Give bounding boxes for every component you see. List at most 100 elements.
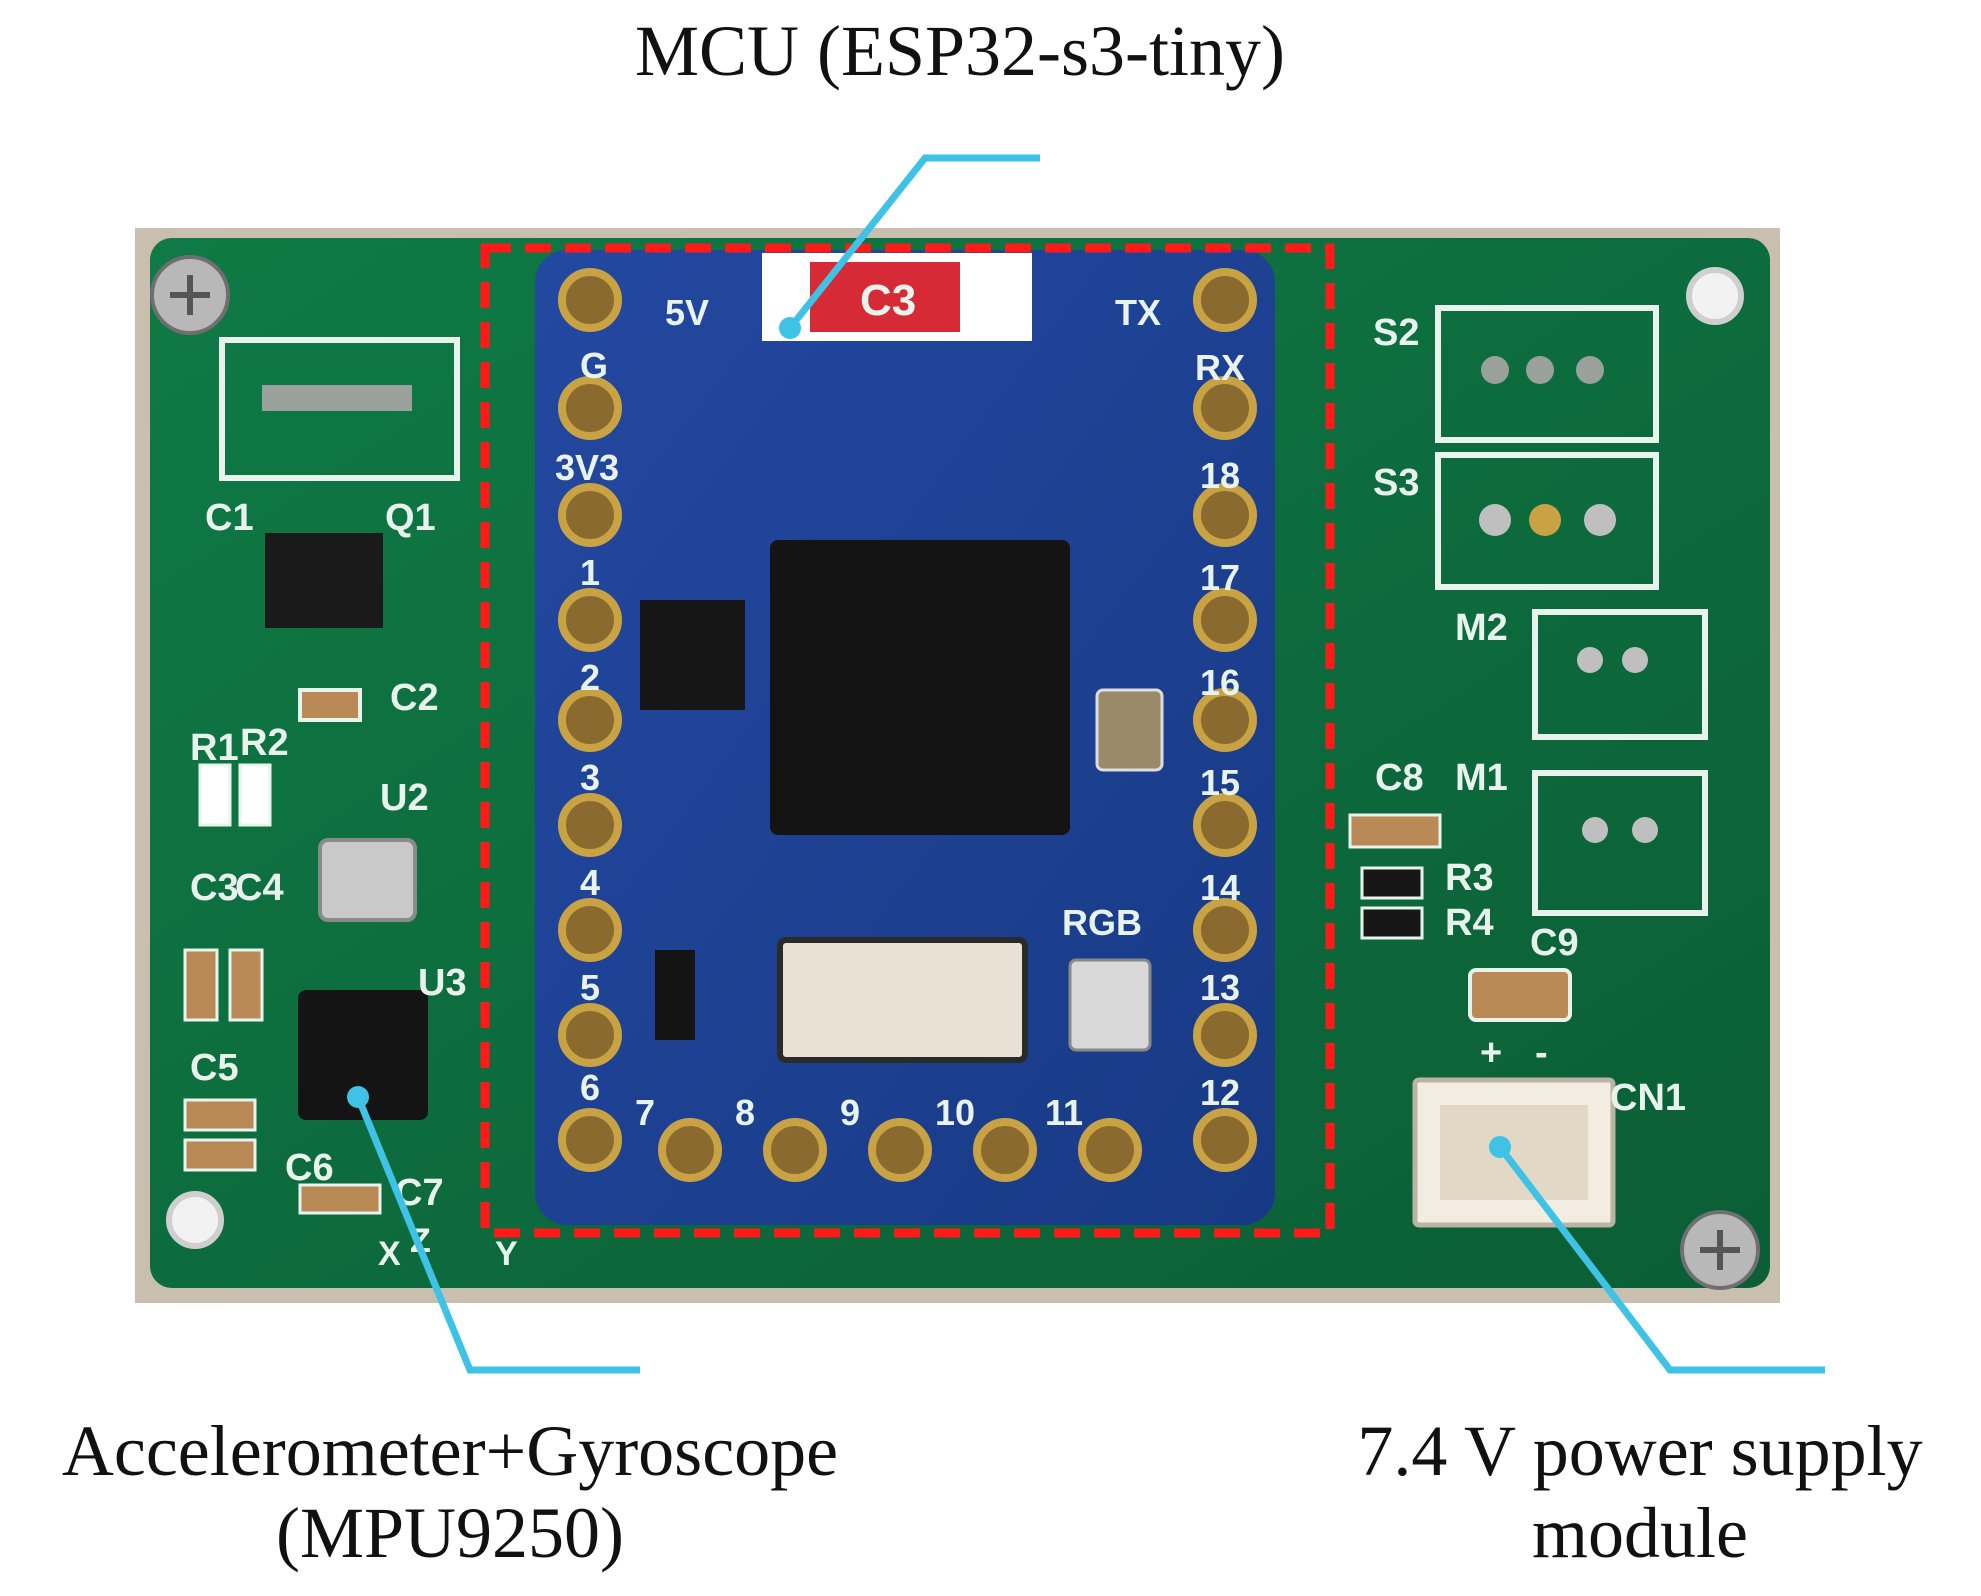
pin-label-1: 1 [580, 552, 600, 593]
silk-label-c2: C2 [390, 677, 439, 719]
crystal [1095, 688, 1164, 772]
silk-label-c4: C4 [235, 867, 284, 909]
voltage-regulator [640, 600, 745, 710]
axis-label-x: X [378, 1235, 401, 1273]
mcu-leader-dot [779, 317, 801, 339]
silk-label-plus: + [1480, 1032, 1502, 1074]
power-callout-label: 7.4 V power supply module [1300, 1410, 1980, 1574]
pin-pad [1193, 688, 1257, 752]
pin-pad [1193, 793, 1257, 857]
c3-capacitor-label: C3 [860, 276, 916, 325]
pin-pad [1078, 1118, 1142, 1182]
diode [655, 950, 695, 1040]
module-label-rgb: RGB [1062, 902, 1142, 943]
pin-label-17: 17 [1200, 557, 1240, 598]
silk-label-u3: U3 [418, 962, 467, 1004]
pin-label-4: 4 [580, 862, 600, 903]
pin-pad [558, 1108, 622, 1172]
mcu-callout-line1: MCU (ESP32-s3-tiny) [634, 11, 1286, 91]
pin-pad [1193, 1003, 1257, 1067]
power-leader-dot [1489, 1136, 1511, 1158]
flex-connector [777, 937, 1028, 1063]
silk-label-u2: U2 [380, 777, 429, 819]
esp32-chip [770, 540, 1070, 835]
pin-pad [1193, 483, 1257, 547]
pin-label-6: 6 [580, 1067, 600, 1108]
right-board-section [1348, 305, 1708, 1228]
silk-label-s2: S2 [1373, 312, 1419, 354]
mcu-callout-label: MCU (ESP32-s3-tiny) [590, 10, 1330, 92]
silk-label-c8: C8 [1375, 757, 1424, 799]
pin-label-12: 12 [1200, 1072, 1240, 1113]
pin-pad [1193, 898, 1257, 962]
silk-label-minus: - [1535, 1032, 1548, 1074]
pin-label-3: 3 [580, 757, 600, 798]
imu-callout-line1: Accelerometer+Gyroscope [61, 1411, 839, 1491]
pin-label-2: 2 [580, 657, 600, 698]
pin-label-10: 10 [935, 1092, 975, 1133]
pin-pad [658, 1118, 722, 1182]
pin-pad [1193, 1108, 1257, 1172]
silk-label-c1: C1 [205, 497, 254, 539]
pin-pad [1193, 588, 1257, 652]
silk-label-m1: M1 [1455, 757, 1508, 799]
mcu-leader-line [787, 154, 1040, 331]
pin-label-11: 11 [1045, 1092, 1083, 1133]
silk-label-s3: S3 [1373, 462, 1419, 504]
module-label-g: G [580, 345, 608, 386]
mounting-holes [150, 255, 1760, 1290]
pin-pad [763, 1118, 827, 1182]
silk-label-r4: R4 [1445, 902, 1494, 944]
pin-label-14: 14 [1200, 867, 1240, 908]
imu-callout-label: Accelerometer+Gyroscope (MPU9250) [0, 1410, 900, 1574]
silk-label-c9: C9 [1530, 922, 1579, 964]
silk-label-r1: R1 [190, 727, 239, 769]
power-leader-line [1497, 1144, 1825, 1374]
pin-pad [558, 898, 622, 962]
pin-label-9: 9 [840, 1092, 860, 1133]
pin-pad [1193, 268, 1257, 332]
silk-label-c6: C6 [285, 1147, 334, 1189]
pin-pad [868, 1118, 932, 1182]
pin-pad [1193, 376, 1257, 440]
silk-label-c5: C5 [190, 1047, 239, 1089]
power-callout-line2: module [1532, 1493, 1748, 1573]
module-pads [558, 268, 1257, 1182]
pin-pad [558, 268, 622, 332]
pin-label-7: 7 [635, 1092, 655, 1133]
left-board-section [183, 337, 460, 1215]
module-label-rx: RX [1195, 347, 1245, 388]
pin-pad [558, 688, 622, 752]
pin-label-8: 8 [735, 1092, 755, 1133]
imu-leader-line [354, 1095, 640, 1374]
silk-label-r3: R3 [1445, 857, 1494, 899]
pin-pad [558, 376, 622, 440]
pin-label-5: 5 [580, 967, 600, 1008]
mcu-dashed-outline [480, 243, 1335, 1238]
pin-pad [558, 1003, 622, 1067]
silk-label-c3: C3 [190, 867, 239, 909]
power-callout-line1: 7.4 V power supply [1357, 1411, 1923, 1491]
pin-pad [973, 1118, 1037, 1182]
silk-label-m2: M2 [1455, 607, 1508, 649]
pin-label-15: 15 [1200, 762, 1240, 803]
imu-callout-line2: (MPU9250) [275, 1493, 624, 1573]
pin-label-18: 18 [1200, 455, 1240, 496]
module-label-tx: TX [1115, 292, 1161, 333]
silk-label-cn1: CN1 [1610, 1077, 1686, 1119]
imu-leader-dot [347, 1086, 369, 1108]
silk-label-q1: Q1 [385, 497, 436, 539]
module-label-3v3: 3V3 [555, 447, 619, 488]
pin-pad [558, 588, 622, 652]
rgb-led [1068, 958, 1152, 1052]
pin-pad [558, 483, 622, 547]
pin-label-13: 13 [1200, 967, 1240, 1008]
pin-label-16: 16 [1200, 662, 1240, 703]
module-label-5v: 5V [665, 292, 709, 333]
silk-label-r2: R2 [240, 722, 289, 764]
axis-label-y: Y [495, 1235, 518, 1273]
